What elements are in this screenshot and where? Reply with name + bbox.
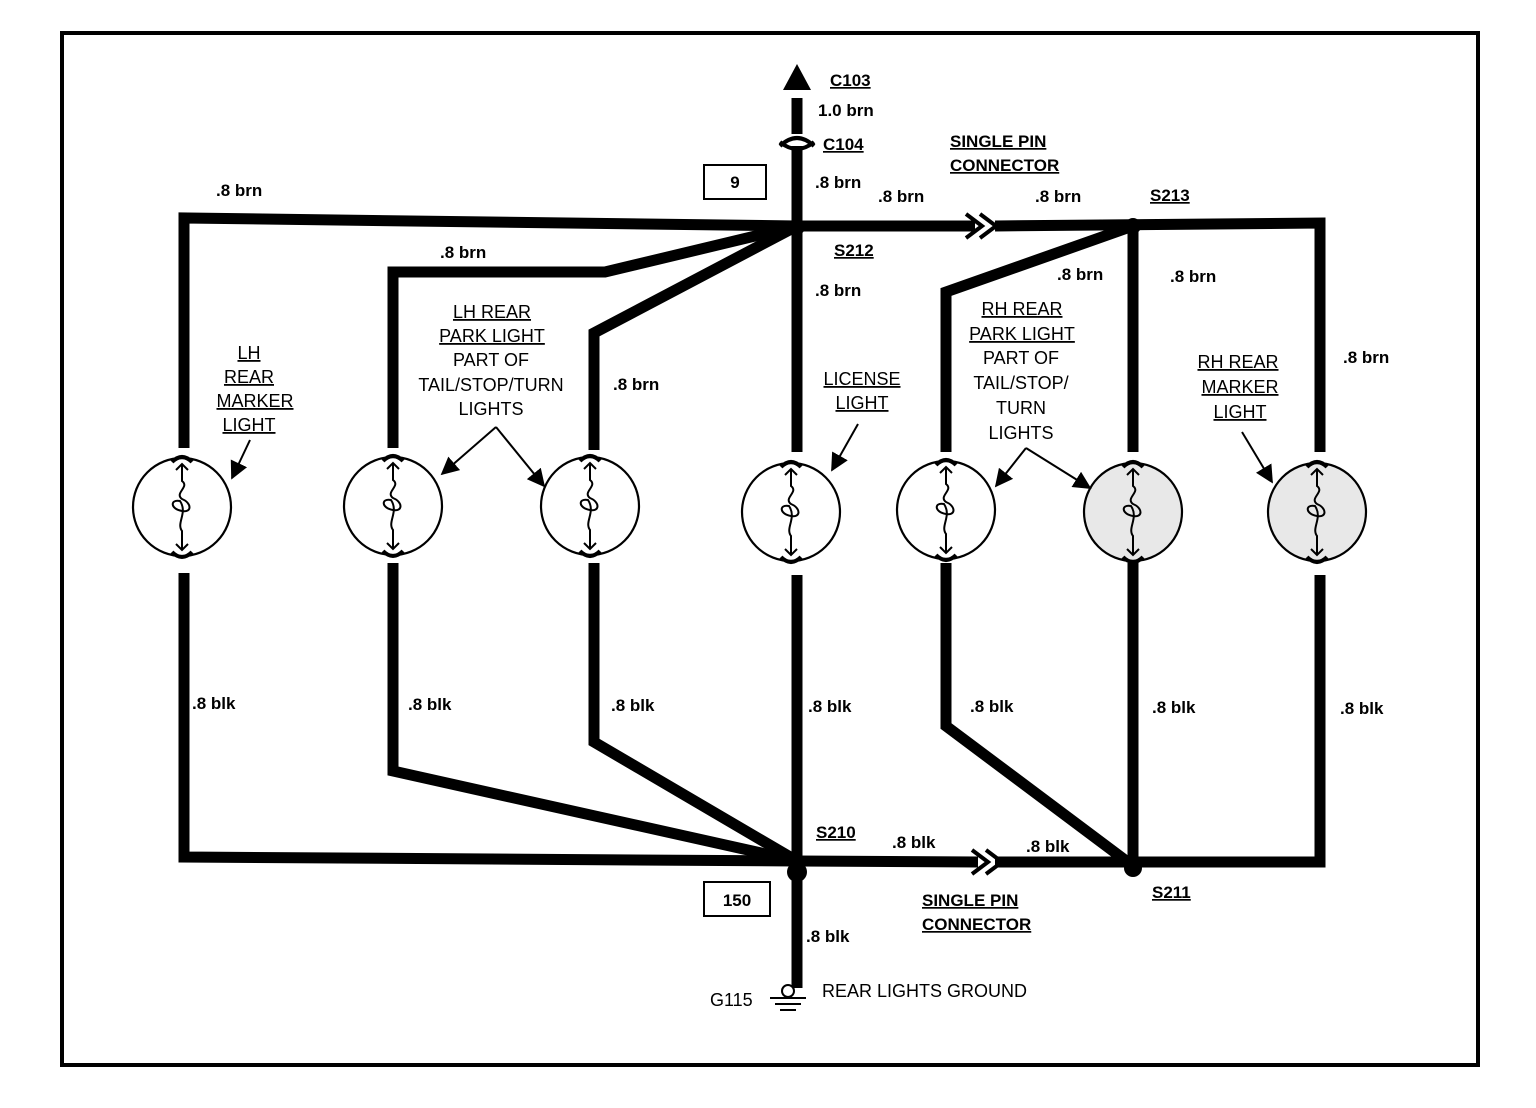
single-pin-bottom-line2: CONNECTOR	[922, 915, 1031, 934]
lh-marker-line2: REAR	[224, 367, 274, 387]
box-9-label: 9	[730, 173, 739, 192]
single-pin-top-line1: SINGLE PIN	[950, 132, 1046, 151]
rh-park-sub4: LIGHTS	[988, 423, 1053, 443]
box-150-label: 150	[723, 891, 751, 910]
wire-label-blk-rh-park: .8 blk	[970, 697, 1014, 716]
single-pin-top-line2: CONNECTOR	[950, 156, 1059, 175]
wire-label-brn-rh-park: .8 brn	[1057, 265, 1103, 284]
single-pin-bottom-line1: SINGLE PIN	[922, 891, 1018, 910]
s210-label: S210	[816, 823, 856, 842]
wire-label-blk-lh-park2: .8 blk	[611, 696, 655, 715]
rh-park-line2: PARK LIGHT	[969, 324, 1075, 344]
license-line1: LICENSE	[823, 369, 900, 389]
rh-park-sub3: TURN	[996, 398, 1046, 418]
wire-label-blk-license: .8 blk	[808, 697, 852, 716]
wire-label-brn-rh-marker: .8 brn	[1343, 348, 1389, 367]
single-pin-connector-top-icon	[964, 212, 1000, 240]
rh-marker-bulb-icon	[1266, 460, 1368, 564]
box-9-frame	[703, 164, 767, 200]
s213-label: S213	[1150, 186, 1190, 205]
license-line2: LIGHT	[835, 393, 888, 413]
single-pin-connector-bottom-icon	[970, 848, 1006, 876]
black-wires	[178, 563, 1326, 988]
lh-park-bulb-left-icon	[342, 454, 444, 558]
wire-label-blk-bottom2: .8 blk	[1026, 837, 1070, 856]
c103-arrow-icon	[783, 64, 811, 90]
rh-park-bulb-right-icon	[1082, 460, 1184, 564]
box-150-frame	[703, 881, 771, 917]
splice-dot-s213	[1125, 218, 1141, 234]
rh-marker-line1: RH REAR	[1197, 352, 1278, 372]
wire-label-blk-lh-marker: .8 blk	[192, 694, 236, 713]
c104-connector-icon	[778, 136, 816, 151]
rh-marker-line3: LIGHT	[1213, 402, 1266, 422]
lh-park-line2: PARK LIGHT	[439, 326, 545, 346]
brown-wires	[178, 98, 1326, 452]
wire-label-brn-lh-marker: .8 brn	[216, 181, 262, 200]
lh-park-bulb-right-icon	[539, 454, 641, 558]
wire-label-brn-right1: .8 brn	[878, 187, 924, 206]
lh-park-sub3: LIGHTS	[458, 399, 523, 419]
s212-label: S212	[834, 241, 874, 260]
lh-marker-bulb-icon	[131, 455, 233, 559]
wire-label-blk-rh-park2: .8 blk	[1152, 698, 1196, 717]
ground-icon	[770, 984, 806, 1011]
lh-marker-line3: MARKER	[216, 391, 293, 411]
rh-park-line1: RH REAR	[981, 299, 1062, 319]
rh-park-bulb-left-icon	[895, 458, 997, 562]
pointer-arrows	[230, 423, 1273, 489]
license-bulb-icon	[740, 460, 842, 564]
wire-label-brn-lh-park2: .8 brn	[613, 375, 659, 394]
rh-park-sub2: TAIL/STOP/	[973, 373, 1068, 393]
lh-marker-line1: LH	[237, 343, 260, 363]
lh-park-sub2: TAIL/STOP/TURN	[418, 375, 563, 395]
wire-label-blk-lh-park: .8 blk	[408, 695, 452, 714]
ground-id-label: G115	[710, 990, 753, 1010]
diagram-frame	[60, 31, 1480, 1067]
s211-label: S211	[1152, 883, 1191, 902]
wire-label-blk-bottom1: .8 blk	[892, 833, 936, 852]
wire-label-brn-license: .8 brn	[815, 281, 861, 300]
c104-label: C104	[823, 135, 864, 154]
ground-label: REAR LIGHTS GROUND	[822, 981, 1027, 1001]
lh-marker-line4: LIGHT	[222, 415, 275, 435]
wire-label-brn-lh-park: .8 brn	[440, 243, 486, 262]
wire-label-brn-right2: .8 brn	[1035, 187, 1081, 206]
splice-dot-s212	[789, 219, 805, 235]
wire-label-blk-ground: .8 blk	[806, 927, 850, 946]
rh-park-sub1: PART OF	[983, 348, 1059, 368]
top-wire-label: 1.0 brn	[818, 101, 874, 120]
lh-park-line1: LH REAR	[453, 302, 531, 322]
lh-park-sub1: PART OF	[453, 350, 529, 370]
splice-dot-s210	[787, 862, 807, 882]
wire-label-brn-trunk: .8 brn	[815, 173, 861, 192]
rh-marker-line2: MARKER	[1201, 377, 1278, 397]
wire-label-blk-rh-marker: .8 blk	[1340, 699, 1384, 718]
splice-dot-s211	[1124, 859, 1142, 877]
wire-label-brn-rh-park2: .8 brn	[1170, 267, 1216, 286]
c103-label: C103	[830, 71, 871, 90]
